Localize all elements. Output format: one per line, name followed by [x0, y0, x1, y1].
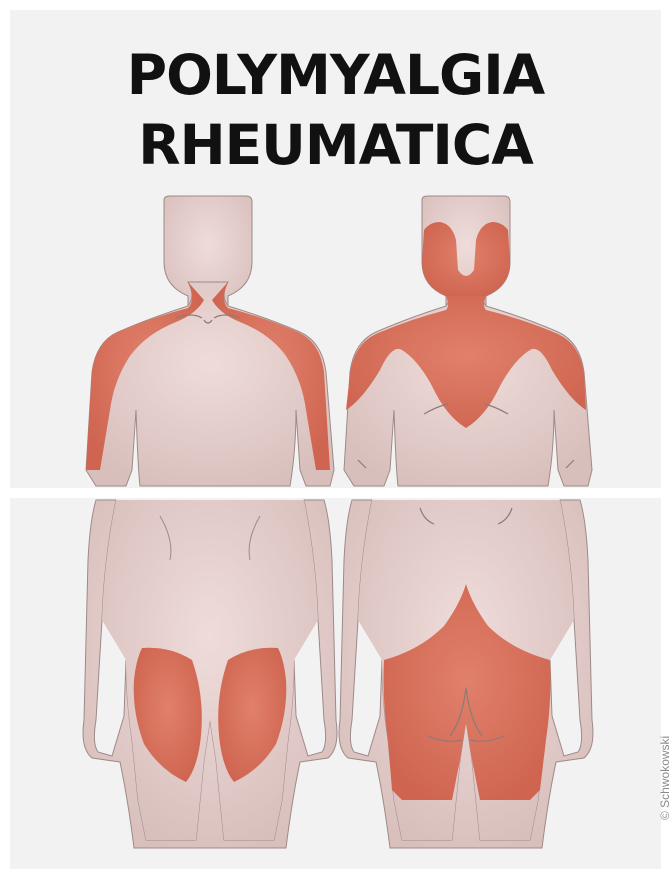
panel-divider	[10, 488, 661, 498]
lower-front-figure	[83, 500, 337, 848]
upper-front-figure	[86, 196, 334, 486]
upper-front-torso	[86, 282, 334, 486]
copyright-credit: © Schwokowski	[658, 736, 671, 820]
lower-back-figure	[339, 500, 593, 848]
upper-back-figure	[344, 196, 592, 486]
